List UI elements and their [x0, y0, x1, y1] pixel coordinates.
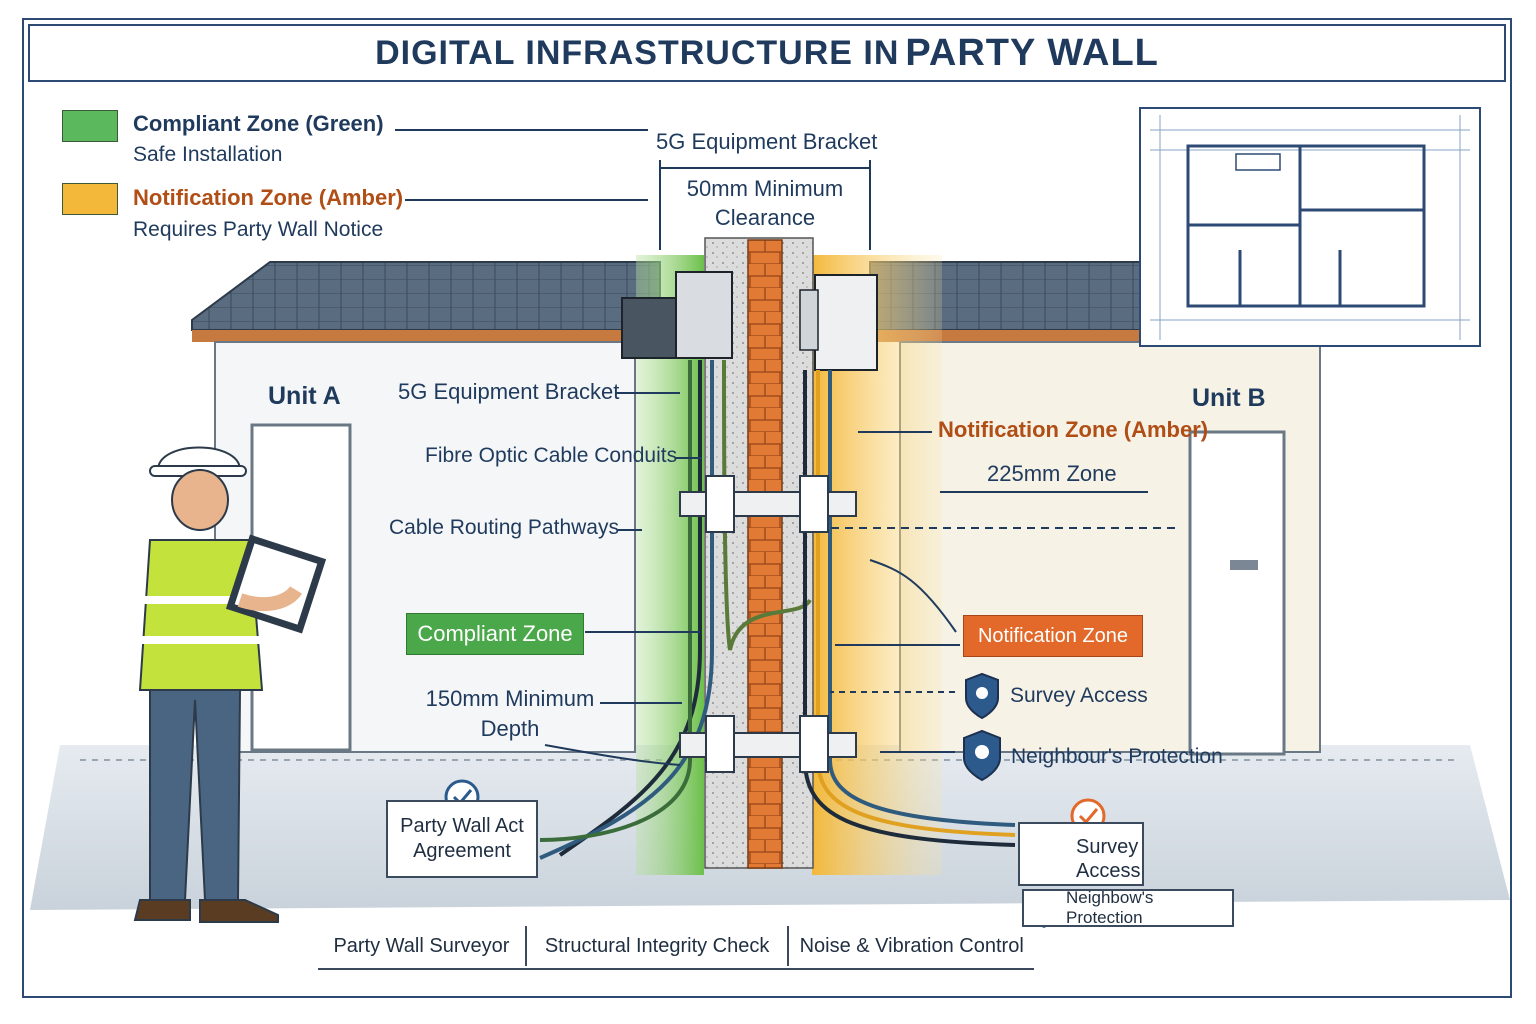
top-bracket-label: 5G Equipment Bracket: [656, 129, 878, 154]
floor-plan-blueprint: [1139, 107, 1481, 347]
legend-compliant-title: Compliant Zone (Green): [133, 111, 384, 136]
door-unit-b: [1188, 430, 1286, 756]
neighbours-protection-shield-icon: [963, 729, 1001, 782]
page-title: DIGITAL INFRASTRUCTURE IN PARTY WALL: [28, 24, 1506, 82]
bracket-unit-left: [675, 271, 733, 359]
legend-swatch-green: [62, 110, 118, 142]
depth-label-line1: 150mm Minimum: [425, 686, 595, 711]
survey-access-box: Survey Access: [1018, 822, 1144, 886]
party-wall-surveyor-figure: [133, 446, 327, 923]
callout-conduits: Fibre Optic Cable Conduits: [425, 444, 678, 467]
agreement-line1: Party Wall Act: [400, 815, 524, 837]
door-handle-b: [1230, 560, 1258, 570]
bottom-item-noise: Noise & Vibration Control: [799, 934, 1024, 957]
notification-zone-tag: Notification Zone: [963, 615, 1143, 657]
callout-routing: Cable Routing Pathways: [389, 516, 619, 539]
legend-notification-desc: Requires Party Wall Notice: [133, 218, 384, 241]
wall-bracket-upper: [679, 475, 857, 533]
legend-notification-title: Notification Zone (Amber): [133, 185, 404, 210]
callout-notification-amber: Notification Zone (Amber): [938, 417, 1209, 442]
cabinet-mount: [799, 289, 819, 351]
neighbor-protection-box: Neighbow's Protection: [1022, 888, 1234, 927]
party-wall-act-agreement-box: Party Wall Act Agreement: [386, 800, 538, 878]
callout-bracket: 5G Equipment Bracket: [398, 379, 620, 404]
title-emphasis: PARTY WALL: [905, 31, 1159, 74]
compliant-zone-tag: Compliant Zone: [406, 613, 584, 655]
equipment-cabinet-right: [814, 274, 878, 371]
bottom-item-structural: Structural Integrity Check: [527, 926, 790, 966]
wall-bracket-lower: [679, 715, 857, 773]
unit-a-label: Unit A: [268, 382, 341, 410]
roof-unit-a: [191, 261, 661, 331]
roof-fascia-a: [192, 330, 662, 342]
antenna-unit-left: [621, 297, 683, 359]
party-wall-brick-core: [747, 239, 783, 869]
depth-label-line2: Depth: [480, 716, 540, 741]
unit-b-label: Unit B: [1192, 384, 1266, 412]
bottom-item-surveyor: Party Wall Surveyor: [318, 926, 527, 966]
clearance-label-line1: 50mm Minimum: [686, 176, 844, 201]
legend-compliant-desc: Safe Installation: [133, 143, 283, 166]
title-main: DIGITAL INFRASTRUCTURE IN: [375, 33, 900, 72]
clearance-label-line2: Clearance: [714, 205, 816, 230]
callout-neighbours-protection: Neighbour's Protection: [1011, 745, 1223, 768]
callout-survey-access: Survey Access: [1010, 684, 1148, 707]
bottom-checklist-bar: Party Wall Surveyor Structural Integrity…: [318, 924, 1034, 970]
survey-box-line2: Access: [1076, 860, 1141, 882]
legend-swatch-amber: [62, 183, 118, 215]
agreement-line2: Agreement: [413, 840, 511, 862]
outer-frame: [22, 18, 1512, 998]
leader-lines: [395, 129, 1175, 766]
survey-access-shield-icon: [965, 672, 999, 720]
survey-box-line1: Survey: [1076, 836, 1139, 858]
callout-zone-225: 225mm Zone: [987, 461, 1117, 486]
